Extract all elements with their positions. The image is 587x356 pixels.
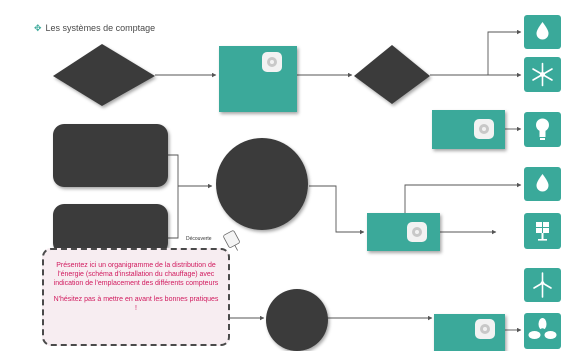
meter-box-distribution (367, 213, 440, 251)
connector-box-2 (168, 186, 179, 239)
water-drop-icon (524, 15, 561, 49)
connector-circle-to-meter (309, 185, 365, 235)
bullet-icon: ✥ (34, 23, 42, 33)
connector-to-water-mid (404, 182, 522, 213)
meter-box-lighting (432, 110, 505, 149)
note-paragraph-1: Présentez ici un organigramme de la dist… (53, 262, 219, 287)
light-bulb-icon (524, 112, 561, 147)
note-tag: Découverte (184, 236, 214, 242)
meter-box-main (219, 46, 297, 112)
process-box-lower (53, 204, 168, 254)
snowflake-icon (524, 57, 561, 92)
connector-to-water-top (430, 29, 522, 76)
page-title-text: Les systèmes de comptage (45, 23, 156, 33)
note-paragraph-2: N'hésitez pas à mettre en avant les bonn… (53, 296, 219, 313)
pin-icon (223, 230, 240, 251)
fan-icon (524, 313, 561, 349)
meter-box-bottom (434, 314, 505, 351)
connector-box-1 (168, 154, 179, 186)
decision-diamond-right (354, 45, 430, 104)
instruction-note: Présentez ici un organigramme de la dist… (42, 248, 230, 346)
connectors (155, 29, 522, 333)
node-circle-upper (216, 138, 308, 230)
water-drop-icon (524, 167, 561, 201)
wind-turbine-icon (524, 268, 561, 302)
page-title: ✥Les systèmes de comptage (34, 23, 155, 34)
decision-diamond-left (53, 44, 155, 106)
process-box-upper (53, 124, 168, 187)
node-circle-lower (266, 289, 328, 351)
solar-panel-icon (524, 213, 561, 249)
